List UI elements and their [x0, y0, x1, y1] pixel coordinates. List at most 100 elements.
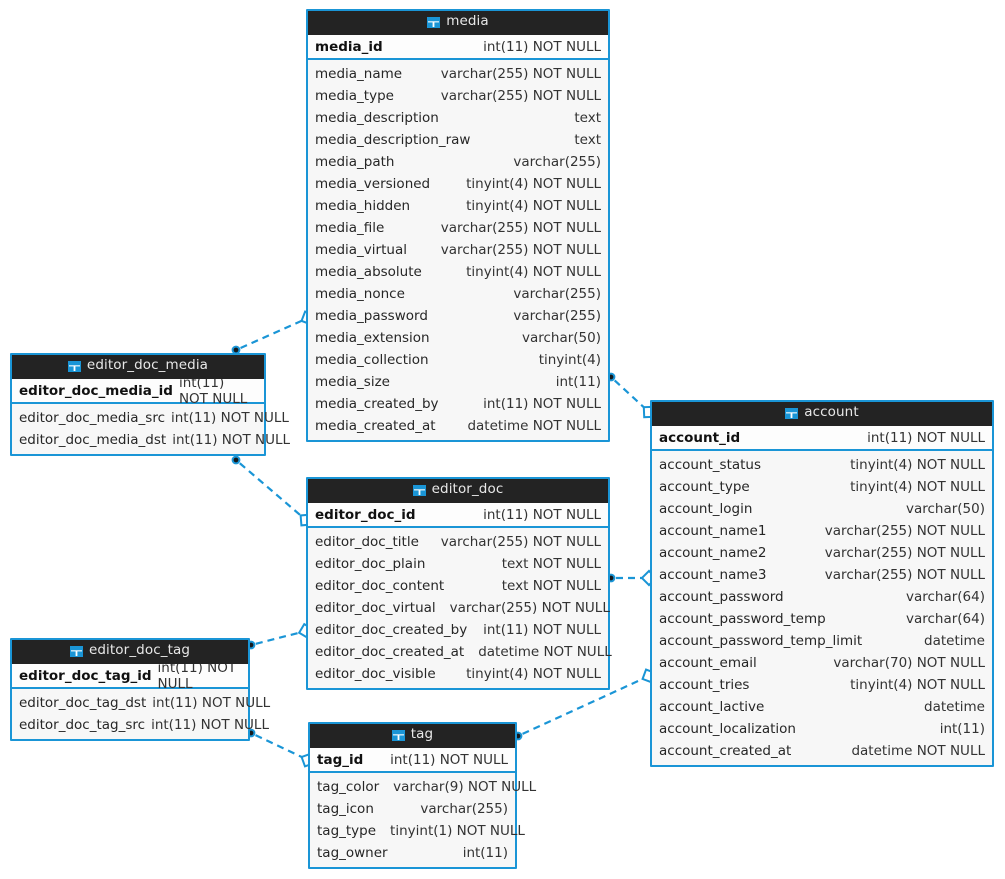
rel-editor_doc_tag-editor_doc[interactable] [246, 622, 315, 650]
column-type: int(11) NOT NULL [157, 659, 237, 692]
rel-editor_doc_tag-tag[interactable] [246, 728, 316, 768]
column-name: editor_doc_media_src [19, 410, 165, 426]
table-header-editor_doc[interactable]: editor_doc [308, 479, 608, 503]
table-header-media[interactable]: media [308, 11, 608, 35]
column-name: account_lactive [659, 699, 765, 715]
relationship-line [613, 379, 646, 409]
rel-editor_doc-account[interactable] [606, 569, 658, 587]
column-type: varchar(255) NOT NULL [440, 242, 601, 258]
column-name: tag_color [317, 779, 380, 795]
table-header-editor_doc_tag[interactable]: editor_doc_tag [12, 640, 248, 664]
column-name: media_path [315, 154, 395, 170]
column-type: tinyint(4) NOT NULL [850, 457, 985, 473]
column-name: media_extension [315, 330, 430, 346]
rel-editor_doc_media-editor_doc[interactable] [231, 455, 313, 527]
column-type: int(11) NOT NULL [483, 506, 601, 523]
table-header-editor_doc_media[interactable]: editor_doc_media [12, 355, 264, 379]
column-type: text NOT NULL [501, 556, 601, 572]
column-type: tinyint(4) NOT NULL [466, 264, 601, 280]
relationship-line [255, 734, 304, 759]
column-name: media_created_by [315, 396, 439, 412]
column-type: datetime [924, 633, 985, 649]
column-type: tinyint(4) NOT NULL [466, 666, 601, 682]
table-header-account[interactable]: account [652, 402, 992, 426]
column-type: tinyint(4) NOT NULL [850, 677, 985, 693]
rel-editor_doc_media-media[interactable] [231, 310, 316, 355]
column-type: int(11) NOT NULL [483, 622, 601, 638]
column-name: editor_doc_id [315, 506, 416, 523]
rel-media-account[interactable] [606, 372, 656, 419]
table-header-tag[interactable]: tag [310, 724, 515, 748]
column-type: varchar(255) NOT NULL [440, 66, 601, 82]
table-icon [412, 485, 426, 496]
primary-key-row[interactable]: editor_doc_id int(11) NOT NULL [308, 503, 608, 528]
column-type: text [574, 110, 601, 126]
column-name: editor_doc_media_id [19, 382, 173, 399]
column-name: editor_doc_media_dst [19, 432, 167, 448]
column-name: media_nonce [315, 286, 405, 302]
column-type: int(11) [462, 845, 508, 861]
column-type: tinyint(4) NOT NULL [850, 479, 985, 495]
column-type: varchar(64) [905, 611, 985, 627]
column-name: tag_type [317, 823, 377, 839]
